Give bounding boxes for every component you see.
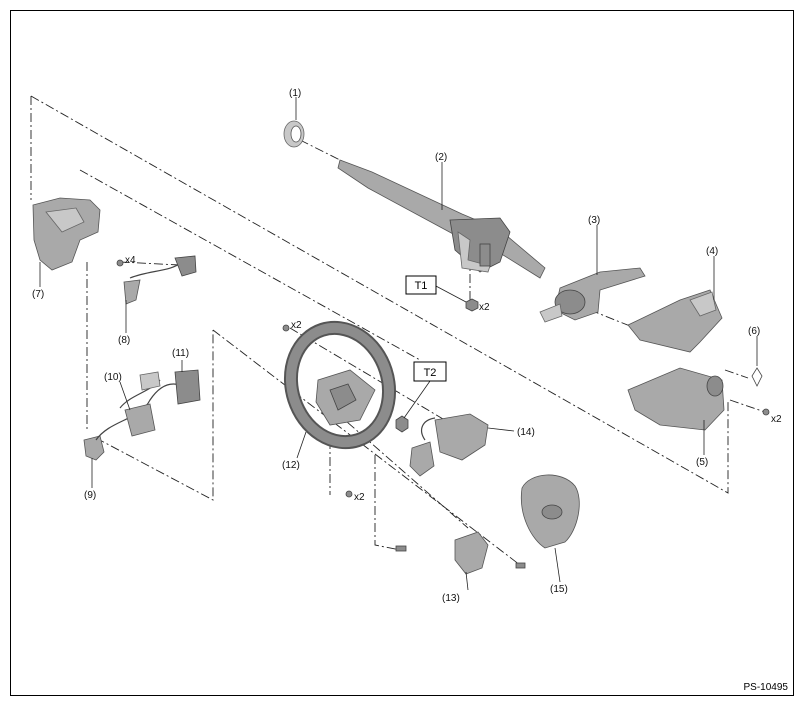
callout-9: (9) xyxy=(84,490,96,501)
part-12-steering-wheel xyxy=(283,320,397,450)
part-1-ring xyxy=(283,120,305,148)
leader-lines xyxy=(39,97,758,591)
quantity-labels: x2 x4 x2 x2 x2 xyxy=(125,255,782,503)
callout-6: (6) xyxy=(748,326,760,337)
callout-5: (5) xyxy=(696,457,708,468)
torque-box-t2: T2 xyxy=(413,361,447,382)
part-14-switch-assembly xyxy=(409,413,489,477)
part-15-airbag xyxy=(520,474,580,549)
callout-8: (8) xyxy=(118,335,130,346)
figure-frame xyxy=(10,10,794,696)
callout-7: (7) xyxy=(32,289,44,300)
part-8-harness xyxy=(116,255,197,305)
callout-14: (14) xyxy=(517,427,535,438)
fasteners xyxy=(282,298,770,569)
part-3-combination-switch xyxy=(539,267,646,323)
part-4-upper-column-cover xyxy=(627,289,723,353)
qty-12: x2 xyxy=(291,320,302,331)
part-6-cap xyxy=(751,367,763,387)
part-13-lower-cover xyxy=(454,531,489,575)
qty-5: x2 xyxy=(771,414,782,425)
figure-code: PS-10495 xyxy=(743,682,788,693)
callout-3: (3) xyxy=(588,215,600,226)
part-10-11-harness xyxy=(95,369,201,441)
callout-15: (15) xyxy=(550,584,568,595)
bolt-12c xyxy=(395,545,407,552)
nut-t1 xyxy=(465,298,479,312)
nut-t2 xyxy=(395,415,409,433)
qty-t1: x2 xyxy=(479,302,490,313)
bolt-5 xyxy=(762,408,770,416)
qty-8: x4 xyxy=(125,255,136,266)
qty-12b: x2 xyxy=(354,492,365,503)
callout-4: (4) xyxy=(706,246,718,257)
callout-13: (13) xyxy=(442,593,460,604)
callout-1: (1) xyxy=(289,88,301,99)
torque-label-t2: T2 xyxy=(424,367,437,379)
bolt-13 xyxy=(515,562,526,569)
callouts: (1) (2) (3) (4) (5) (6) (7) (8) (9) (10)… xyxy=(32,88,760,604)
callout-11: (11) xyxy=(172,348,189,359)
part-9-sensor xyxy=(83,435,105,461)
bolt-12b xyxy=(345,490,353,498)
part-2-steering-column xyxy=(337,159,546,279)
callout-10: (10) xyxy=(104,372,122,383)
bolt-12a xyxy=(282,324,290,332)
torque-box-t1: T1 xyxy=(405,275,437,295)
part-7-side-panel xyxy=(32,197,101,271)
torque-label-t1: T1 xyxy=(415,280,428,292)
callout-12: (12) xyxy=(282,460,300,471)
callout-2: (2) xyxy=(435,152,447,163)
part-5-lower-column-cover xyxy=(627,367,725,431)
